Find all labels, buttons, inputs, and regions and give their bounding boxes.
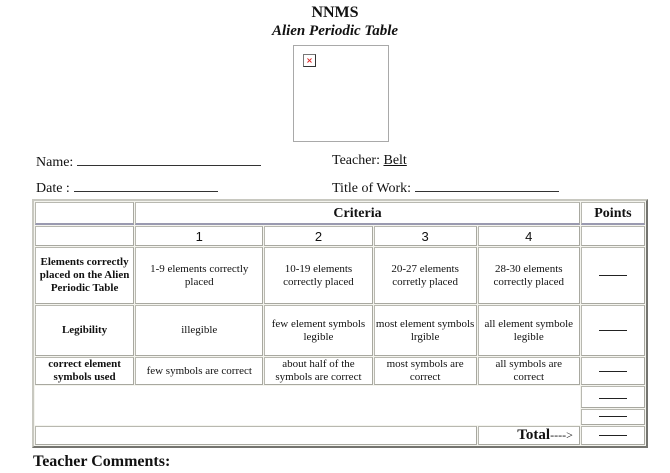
total-row: Total----> bbox=[35, 426, 645, 445]
levels-row: 1 2 3 4 bbox=[35, 226, 645, 246]
title-of-work-input-line[interactable] bbox=[415, 179, 559, 192]
level-4: 4 bbox=[477, 226, 580, 246]
points-cell[interactable] bbox=[580, 305, 645, 356]
total-text: Total bbox=[517, 427, 551, 443]
descriptor-cell: about half of the symbols are correct bbox=[264, 357, 373, 385]
points-cell[interactable] bbox=[580, 247, 645, 304]
total-points-cell[interactable] bbox=[580, 426, 645, 445]
total-blank bbox=[598, 434, 627, 437]
level-2: 2 bbox=[264, 226, 373, 246]
descriptor-cell: most symbols are correct bbox=[373, 357, 477, 385]
descriptor-cell: all symbols are correct bbox=[477, 357, 580, 385]
name-input-line[interactable] bbox=[77, 153, 262, 166]
arrow-icon: ----> bbox=[550, 428, 573, 442]
page-subtitle: Alien Periodic Table bbox=[271, 23, 399, 39]
points-blank bbox=[598, 370, 627, 372]
title-of-work-field: Title of Work: bbox=[332, 179, 559, 197]
title-of-work-label: Title of Work: bbox=[332, 181, 411, 196]
levels-points-cell bbox=[580, 226, 645, 246]
descriptor-cell: few element symbols legible bbox=[264, 305, 373, 356]
page-title: NNMS bbox=[311, 4, 359, 21]
name-label: Name: bbox=[36, 155, 74, 170]
descriptor-cell: 10-19 elements correctly placed bbox=[264, 247, 373, 304]
descriptor-cell: 1-9 elements correctly placed bbox=[135, 247, 264, 304]
table-row: Legibility illegible few element symbols… bbox=[35, 305, 645, 356]
level-1: 1 bbox=[135, 226, 264, 246]
rubric-table: Criteria Points 1 2 3 4 Elements correct… bbox=[32, 199, 648, 448]
table-row: correct element symbols used few symbols… bbox=[35, 357, 645, 385]
descriptor-cell: few symbols are correct bbox=[135, 357, 264, 385]
levels-corner-cell bbox=[35, 226, 135, 246]
blank-area bbox=[35, 386, 580, 425]
table-row: Elements correctly placed on the Alien P… bbox=[35, 247, 645, 304]
date-label: Date : bbox=[36, 181, 70, 196]
points-cell[interactable] bbox=[580, 357, 645, 385]
criterion-symbols: correct element symbols used bbox=[35, 357, 135, 385]
corner-cell bbox=[35, 202, 135, 225]
points-blank bbox=[598, 397, 627, 400]
teacher-label: Teacher: bbox=[332, 153, 380, 168]
teacher-comments-label: Teacher Comments: bbox=[33, 453, 171, 470]
level-3: 3 bbox=[373, 226, 477, 246]
descriptor-cell: 28-30 elements correctly placed bbox=[477, 247, 580, 304]
image-placeholder: × bbox=[293, 45, 389, 142]
teacher-field: Teacher: Belt bbox=[332, 153, 407, 169]
total-blank-area bbox=[35, 426, 477, 445]
extra-row-2 bbox=[35, 409, 645, 425]
points-blank bbox=[598, 329, 627, 332]
descriptor-cell: most element symbols lrgible bbox=[373, 305, 477, 356]
descriptor-cell: 20-27 elements corretly placed bbox=[373, 247, 477, 304]
criterion-legibility: Legibility bbox=[35, 305, 135, 356]
descriptor-cell: illegible bbox=[135, 305, 264, 356]
descriptor-cell: all element symbole legible bbox=[477, 305, 580, 356]
criterion-placement: Elements correctly placed on the Alien P… bbox=[35, 247, 135, 304]
criteria-header: Criteria bbox=[135, 202, 580, 225]
total-label: Total----> bbox=[477, 426, 580, 445]
teacher-value: Belt bbox=[383, 153, 407, 168]
extra-row-1 bbox=[35, 386, 645, 425]
points-blank bbox=[598, 415, 627, 418]
points-header: Points bbox=[580, 202, 645, 225]
points-blank bbox=[598, 274, 627, 277]
extra-points-cell[interactable] bbox=[580, 409, 645, 425]
name-field: Name: bbox=[36, 153, 262, 171]
broken-image-icon: × bbox=[303, 54, 316, 67]
header-row: Criteria Points bbox=[35, 202, 645, 225]
extra-points-cell[interactable] bbox=[580, 386, 645, 408]
date-input-line[interactable] bbox=[73, 179, 218, 192]
date-field: Date : bbox=[36, 179, 218, 197]
